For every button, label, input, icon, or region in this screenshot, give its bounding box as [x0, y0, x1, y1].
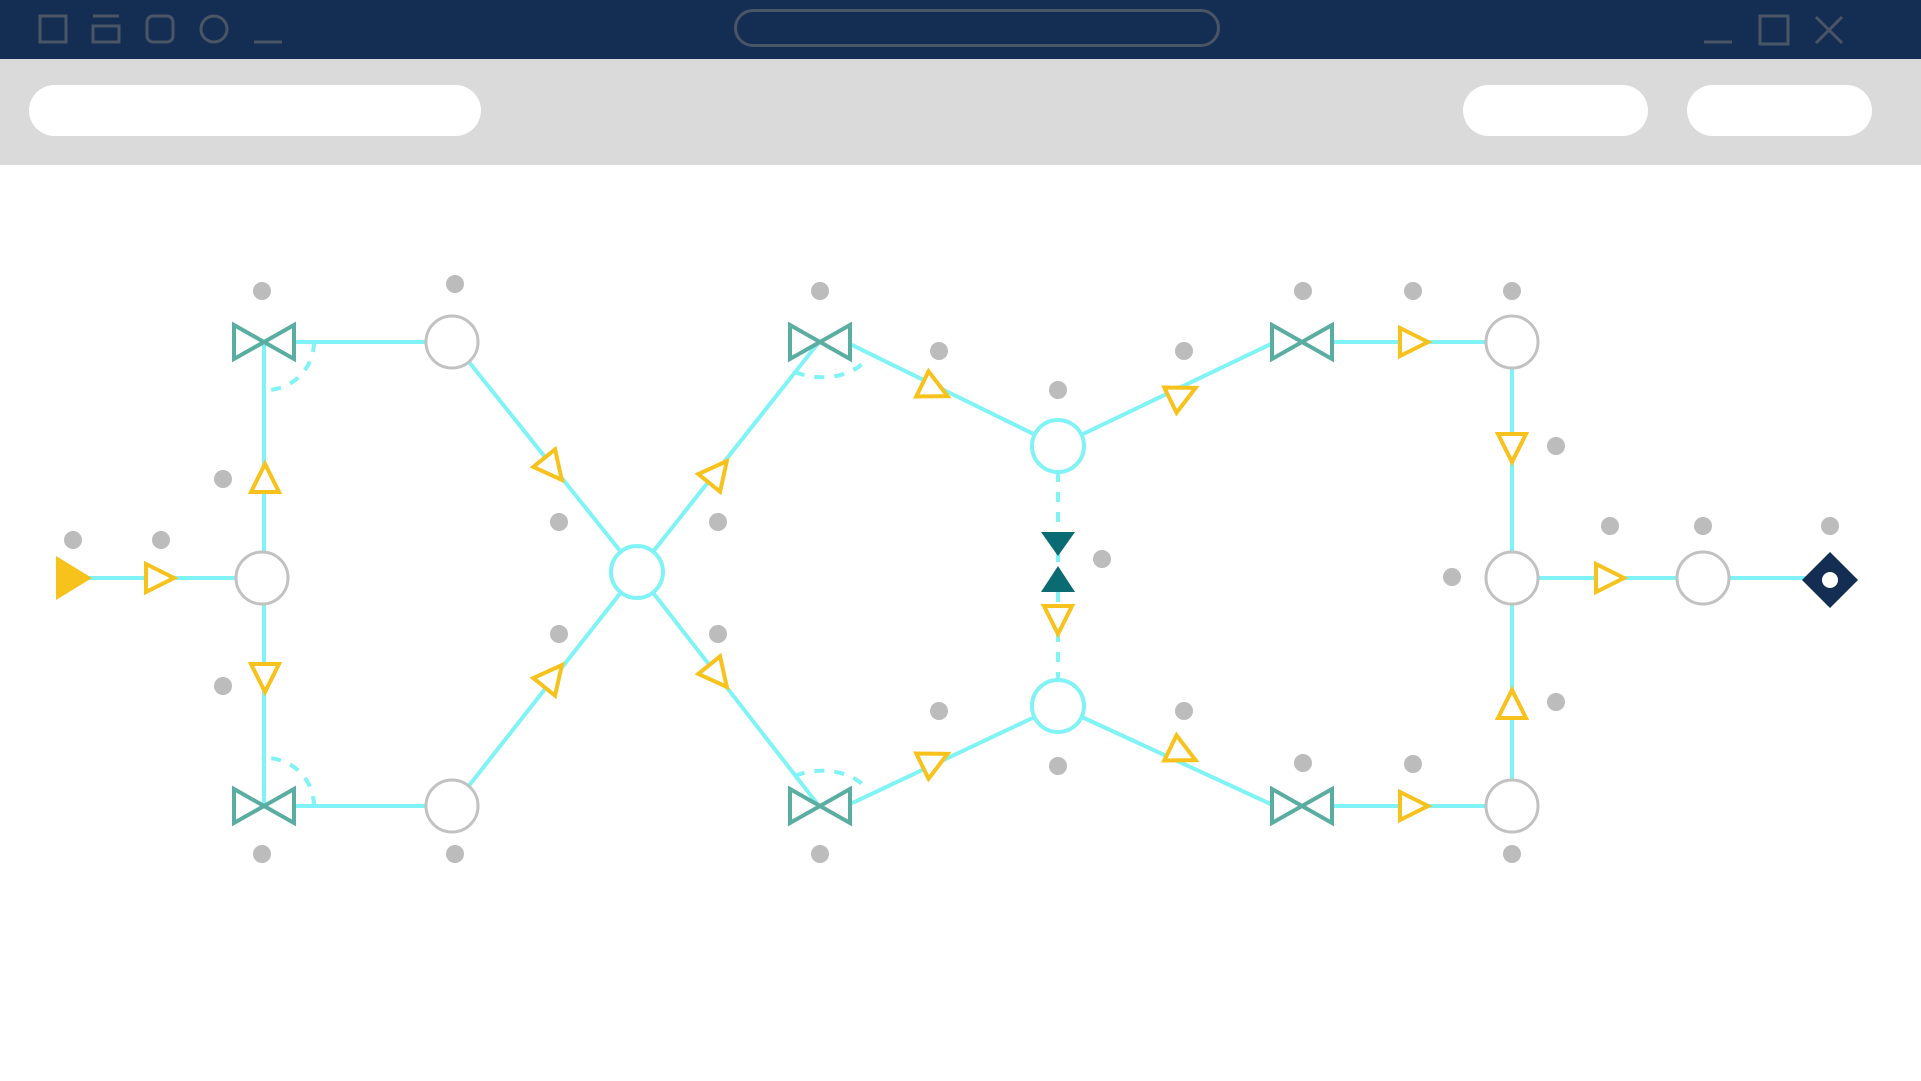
toolbar-button-1[interactable]	[1463, 85, 1648, 136]
flow-arrow	[1398, 790, 1430, 822]
minimize-line-icon[interactable]	[253, 14, 283, 44]
window-title-bar	[0, 0, 1921, 59]
valve[interactable]	[1270, 321, 1334, 363]
rounded-square-icon[interactable]	[145, 14, 175, 44]
flow-arrow	[1496, 432, 1528, 464]
check-valve[interactable]	[1041, 532, 1075, 592]
junction-node[interactable]	[1675, 550, 1731, 606]
valve[interactable]	[788, 785, 852, 827]
source-arrow[interactable]	[56, 556, 92, 600]
address-bar[interactable]	[734, 9, 1220, 47]
flow-arrow	[144, 562, 176, 594]
junction-node[interactable]	[1484, 550, 1540, 606]
close-icon[interactable]	[1813, 14, 1845, 46]
valve[interactable]	[1270, 785, 1334, 827]
flow-arrow	[249, 662, 281, 694]
flow-arrow	[696, 654, 740, 698]
minimize-icon[interactable]	[1703, 14, 1733, 44]
junction-node[interactable]	[609, 544, 665, 600]
junction-node[interactable]	[1484, 778, 1540, 834]
junction-node[interactable]	[1030, 678, 1086, 734]
flow-arrow	[1164, 735, 1201, 772]
junction-node[interactable]	[424, 778, 480, 834]
flow-arrow	[1042, 604, 1074, 636]
toolbar	[0, 59, 1921, 165]
junction-nodes	[234, 314, 1731, 834]
flow-arrow	[1594, 562, 1626, 594]
pipe-lines	[75, 340, 1830, 808]
valve[interactable]	[232, 785, 296, 827]
flow-arrow	[249, 462, 281, 494]
maximize-icon[interactable]	[1758, 14, 1790, 46]
junction-node[interactable]	[1484, 314, 1540, 370]
search-bar[interactable]	[29, 85, 481, 136]
flow-arrow	[1496, 688, 1528, 720]
flow-arrows	[144, 326, 1626, 822]
diagram-canvas	[0, 165, 1921, 1081]
junction-node[interactable]	[234, 550, 290, 606]
junction-node[interactable]	[424, 314, 480, 370]
valve[interactable]	[788, 321, 852, 363]
flow-arrow	[1398, 326, 1430, 358]
junction-node[interactable]	[1030, 418, 1086, 474]
label-dots	[64, 275, 1839, 863]
circle-icon[interactable]	[199, 14, 229, 44]
sink-terminal[interactable]	[1802, 552, 1858, 608]
toolbar-button-2[interactable]	[1687, 85, 1872, 136]
tray-icon[interactable]	[91, 14, 121, 44]
flow-diagram	[56, 275, 1858, 863]
valve[interactable]	[232, 321, 296, 363]
valves	[232, 321, 1334, 827]
square-icon[interactable]	[38, 14, 68, 44]
